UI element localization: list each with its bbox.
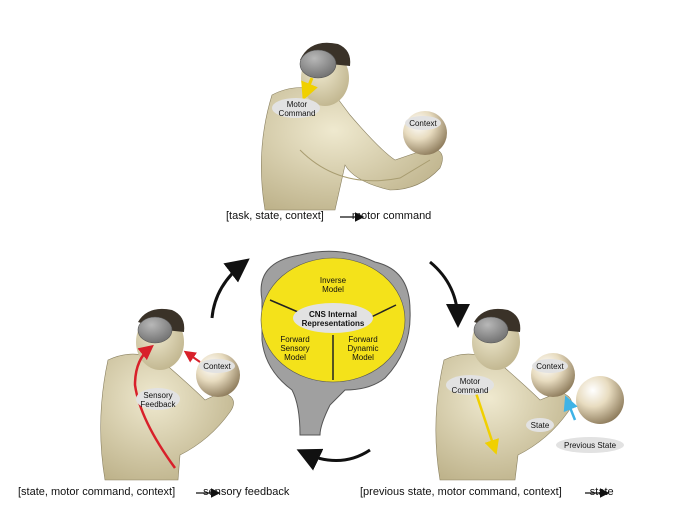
top-body bbox=[260, 87, 443, 211]
top-tag-motor-bg bbox=[272, 98, 320, 118]
brain-center-bg bbox=[293, 303, 373, 333]
right-figure bbox=[435, 308, 624, 481]
right-tag-context-bg bbox=[532, 359, 568, 373]
left-figure bbox=[100, 308, 240, 481]
right-state-arrow bbox=[563, 395, 578, 421]
cycle-arrow-top-right bbox=[429, 260, 470, 328]
right-label-state: State bbox=[530, 421, 550, 430]
left-caption: [state, motor command, context] sensory … bbox=[18, 486, 289, 498]
right-motor-arrow bbox=[473, 389, 499, 455]
brain-figure bbox=[260, 250, 411, 436]
top-caption: [task, state, context] motor command bbox=[226, 210, 431, 222]
left-tag-context-bg bbox=[199, 359, 235, 373]
top-figure bbox=[260, 42, 447, 211]
top-tag-context-bg bbox=[405, 116, 441, 130]
right-caption: [previous state, motor command, context]… bbox=[360, 486, 614, 498]
left-brain bbox=[137, 316, 173, 344]
top-motor-arrow bbox=[301, 77, 318, 101]
right-caption-inputs: [previous state, motor command, context] bbox=[360, 486, 562, 498]
right-ball-previous bbox=[576, 376, 624, 424]
right-tag-state-bg bbox=[526, 418, 554, 432]
top-caption-inputs: [task, state, context] bbox=[226, 210, 324, 222]
top-brain bbox=[299, 49, 337, 79]
left-feedback-arrow bbox=[133, 344, 177, 469]
left-caption-inputs: [state, motor command, context] bbox=[18, 486, 176, 498]
top-arm bbox=[299, 149, 431, 182]
left-context-arrow bbox=[183, 350, 201, 363]
top-caption-output: motor command bbox=[351, 210, 432, 222]
caption-arrows bbox=[196, 212, 610, 498]
left-label-context: Context bbox=[203, 362, 231, 371]
left-caption-output: sensory feedback bbox=[203, 486, 290, 498]
right-caption-output: state bbox=[589, 486, 614, 498]
cycle-arrow-bottom bbox=[296, 448, 371, 471]
cycle-arrow-top-left bbox=[210, 258, 250, 319]
right-brain bbox=[473, 316, 509, 344]
right-label-context: Context bbox=[536, 362, 564, 371]
right-label-previous-state: Previous State bbox=[563, 441, 617, 450]
top-label-context: Context bbox=[409, 119, 437, 128]
right-tag-previous-bg bbox=[556, 437, 624, 453]
right-tag-motor-bg bbox=[446, 375, 494, 395]
left-tag-feedback-bg bbox=[136, 388, 180, 410]
